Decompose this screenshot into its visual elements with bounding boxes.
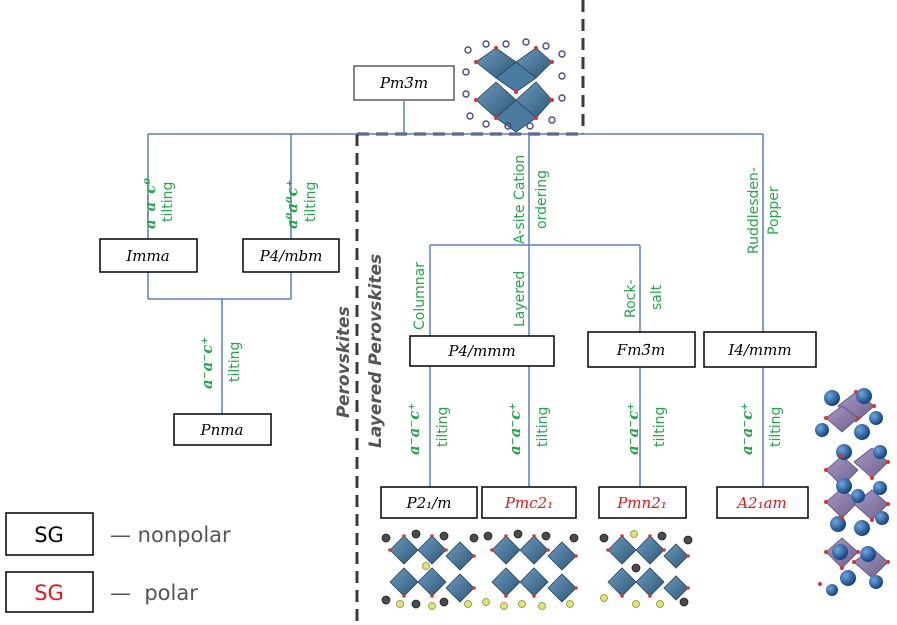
tilt-label-pnma: a⁻a⁻c⁺ bbox=[198, 337, 216, 389]
branch-rp-line2: Popper bbox=[766, 186, 782, 235]
branch-rock-line2: salt bbox=[649, 284, 665, 310]
node-i4mmm: I4/mmm bbox=[703, 331, 817, 368]
branch-layered: Layered bbox=[512, 271, 528, 327]
region-labels: Perovskites Layered Perovskites bbox=[334, 254, 386, 448]
node-p4mmm: P4/mmm bbox=[409, 335, 555, 367]
node-a21am: A2₁am bbox=[716, 486, 809, 519]
legend-nonpolar: SG — nonpolar bbox=[5, 512, 231, 556]
legend-sg-polar: SG bbox=[34, 581, 64, 605]
node-label: Imma bbox=[125, 247, 169, 265]
node-pmn21: Pmn2₁ bbox=[598, 486, 687, 519]
tilt-word: tilting bbox=[652, 407, 668, 447]
node-pmc21: Pmc2₁ bbox=[481, 486, 577, 519]
node-label: A2₁am bbox=[735, 494, 787, 512]
branch-asite-line1: A-site Cation bbox=[512, 155, 528, 244]
region-layered-perovskites: Layered Perovskites bbox=[366, 254, 386, 448]
branch-rp-line1: Ruddlesden- bbox=[746, 167, 762, 254]
structure-pmn21 bbox=[599, 530, 693, 608]
branch-labels: A-site Cation ordering Ruddlesden- Poppe… bbox=[412, 155, 782, 330]
node-pnma: Pnma bbox=[173, 413, 272, 446]
legend-nonpolar-label: — nonpolar bbox=[110, 523, 231, 547]
tilt-word: tilting bbox=[435, 407, 451, 447]
node-label: Fm3̄m bbox=[616, 341, 665, 359]
node-label: P4/mbm bbox=[259, 247, 323, 265]
node-imma: Imma bbox=[99, 238, 198, 273]
tilt-word: tilting bbox=[303, 182, 319, 222]
region-perovskites: Perovskites bbox=[334, 306, 354, 418]
tilt-word: tilting bbox=[768, 407, 784, 447]
structure-pmc21 bbox=[482, 529, 579, 610]
node-fm3m: Fm3̄m bbox=[587, 331, 696, 368]
branch-columnar: Columnar bbox=[412, 262, 428, 330]
tilt-label-pmn21: a⁻a⁻c⁺ bbox=[624, 403, 642, 455]
tilt-labels: a⁻a⁻c⁰ tilting a⁰a⁰c⁺ tilting a⁻a⁻c⁺ til… bbox=[141, 178, 784, 455]
node-pm3m: Pm3̄m bbox=[353, 65, 455, 101]
structure-ruddlesden-popper bbox=[815, 388, 890, 596]
structure-p21m bbox=[381, 529, 479, 610]
space-group-boxes: Pm3̄m Imma P4/mbm Pnma P4/mmm Fm3̄m I4/m… bbox=[99, 65, 817, 519]
legend-polar: SG — polar bbox=[5, 571, 198, 613]
branch-asite-line2: ordering bbox=[534, 170, 550, 229]
node-p4mbm: P4/mbm bbox=[242, 238, 340, 273]
legend: SG — nonpolar SG — polar bbox=[5, 512, 231, 613]
node-label: Pmc2₁ bbox=[504, 494, 553, 512]
legend-sg-nonpolar: SG bbox=[34, 523, 64, 547]
tilt-label-p21m: a⁻a⁻c⁺ bbox=[405, 403, 423, 455]
tilt-label-a21am: a⁻a⁻c⁺ bbox=[738, 403, 756, 455]
tilt-label-imma: a⁻a⁻c⁰ bbox=[141, 178, 159, 229]
node-p21m: P2₁/m bbox=[380, 486, 478, 519]
tilt-word: tilting bbox=[160, 182, 176, 222]
tilt-word: tilting bbox=[535, 407, 551, 447]
branch-rock-line1: Rock- bbox=[623, 279, 639, 318]
tilt-label-p4mbm: a⁰a⁰c⁺ bbox=[283, 179, 301, 229]
node-label: Pmn2₁ bbox=[616, 494, 667, 512]
region-boundary-dashes bbox=[355, 0, 585, 625]
tilt-word: tilting bbox=[227, 342, 243, 382]
legend-polar-label: — polar bbox=[110, 581, 198, 605]
tilt-label-pmc21: a⁻a⁻c⁺ bbox=[506, 403, 524, 455]
node-label: Pm3̄m bbox=[379, 74, 428, 92]
node-label: I4/mmm bbox=[727, 341, 791, 359]
node-label: Pnma bbox=[200, 421, 244, 439]
cubic-perovskite-structure bbox=[462, 38, 566, 133]
node-label: P2₁/m bbox=[406, 494, 452, 512]
node-label: P4/mmm bbox=[447, 342, 515, 360]
